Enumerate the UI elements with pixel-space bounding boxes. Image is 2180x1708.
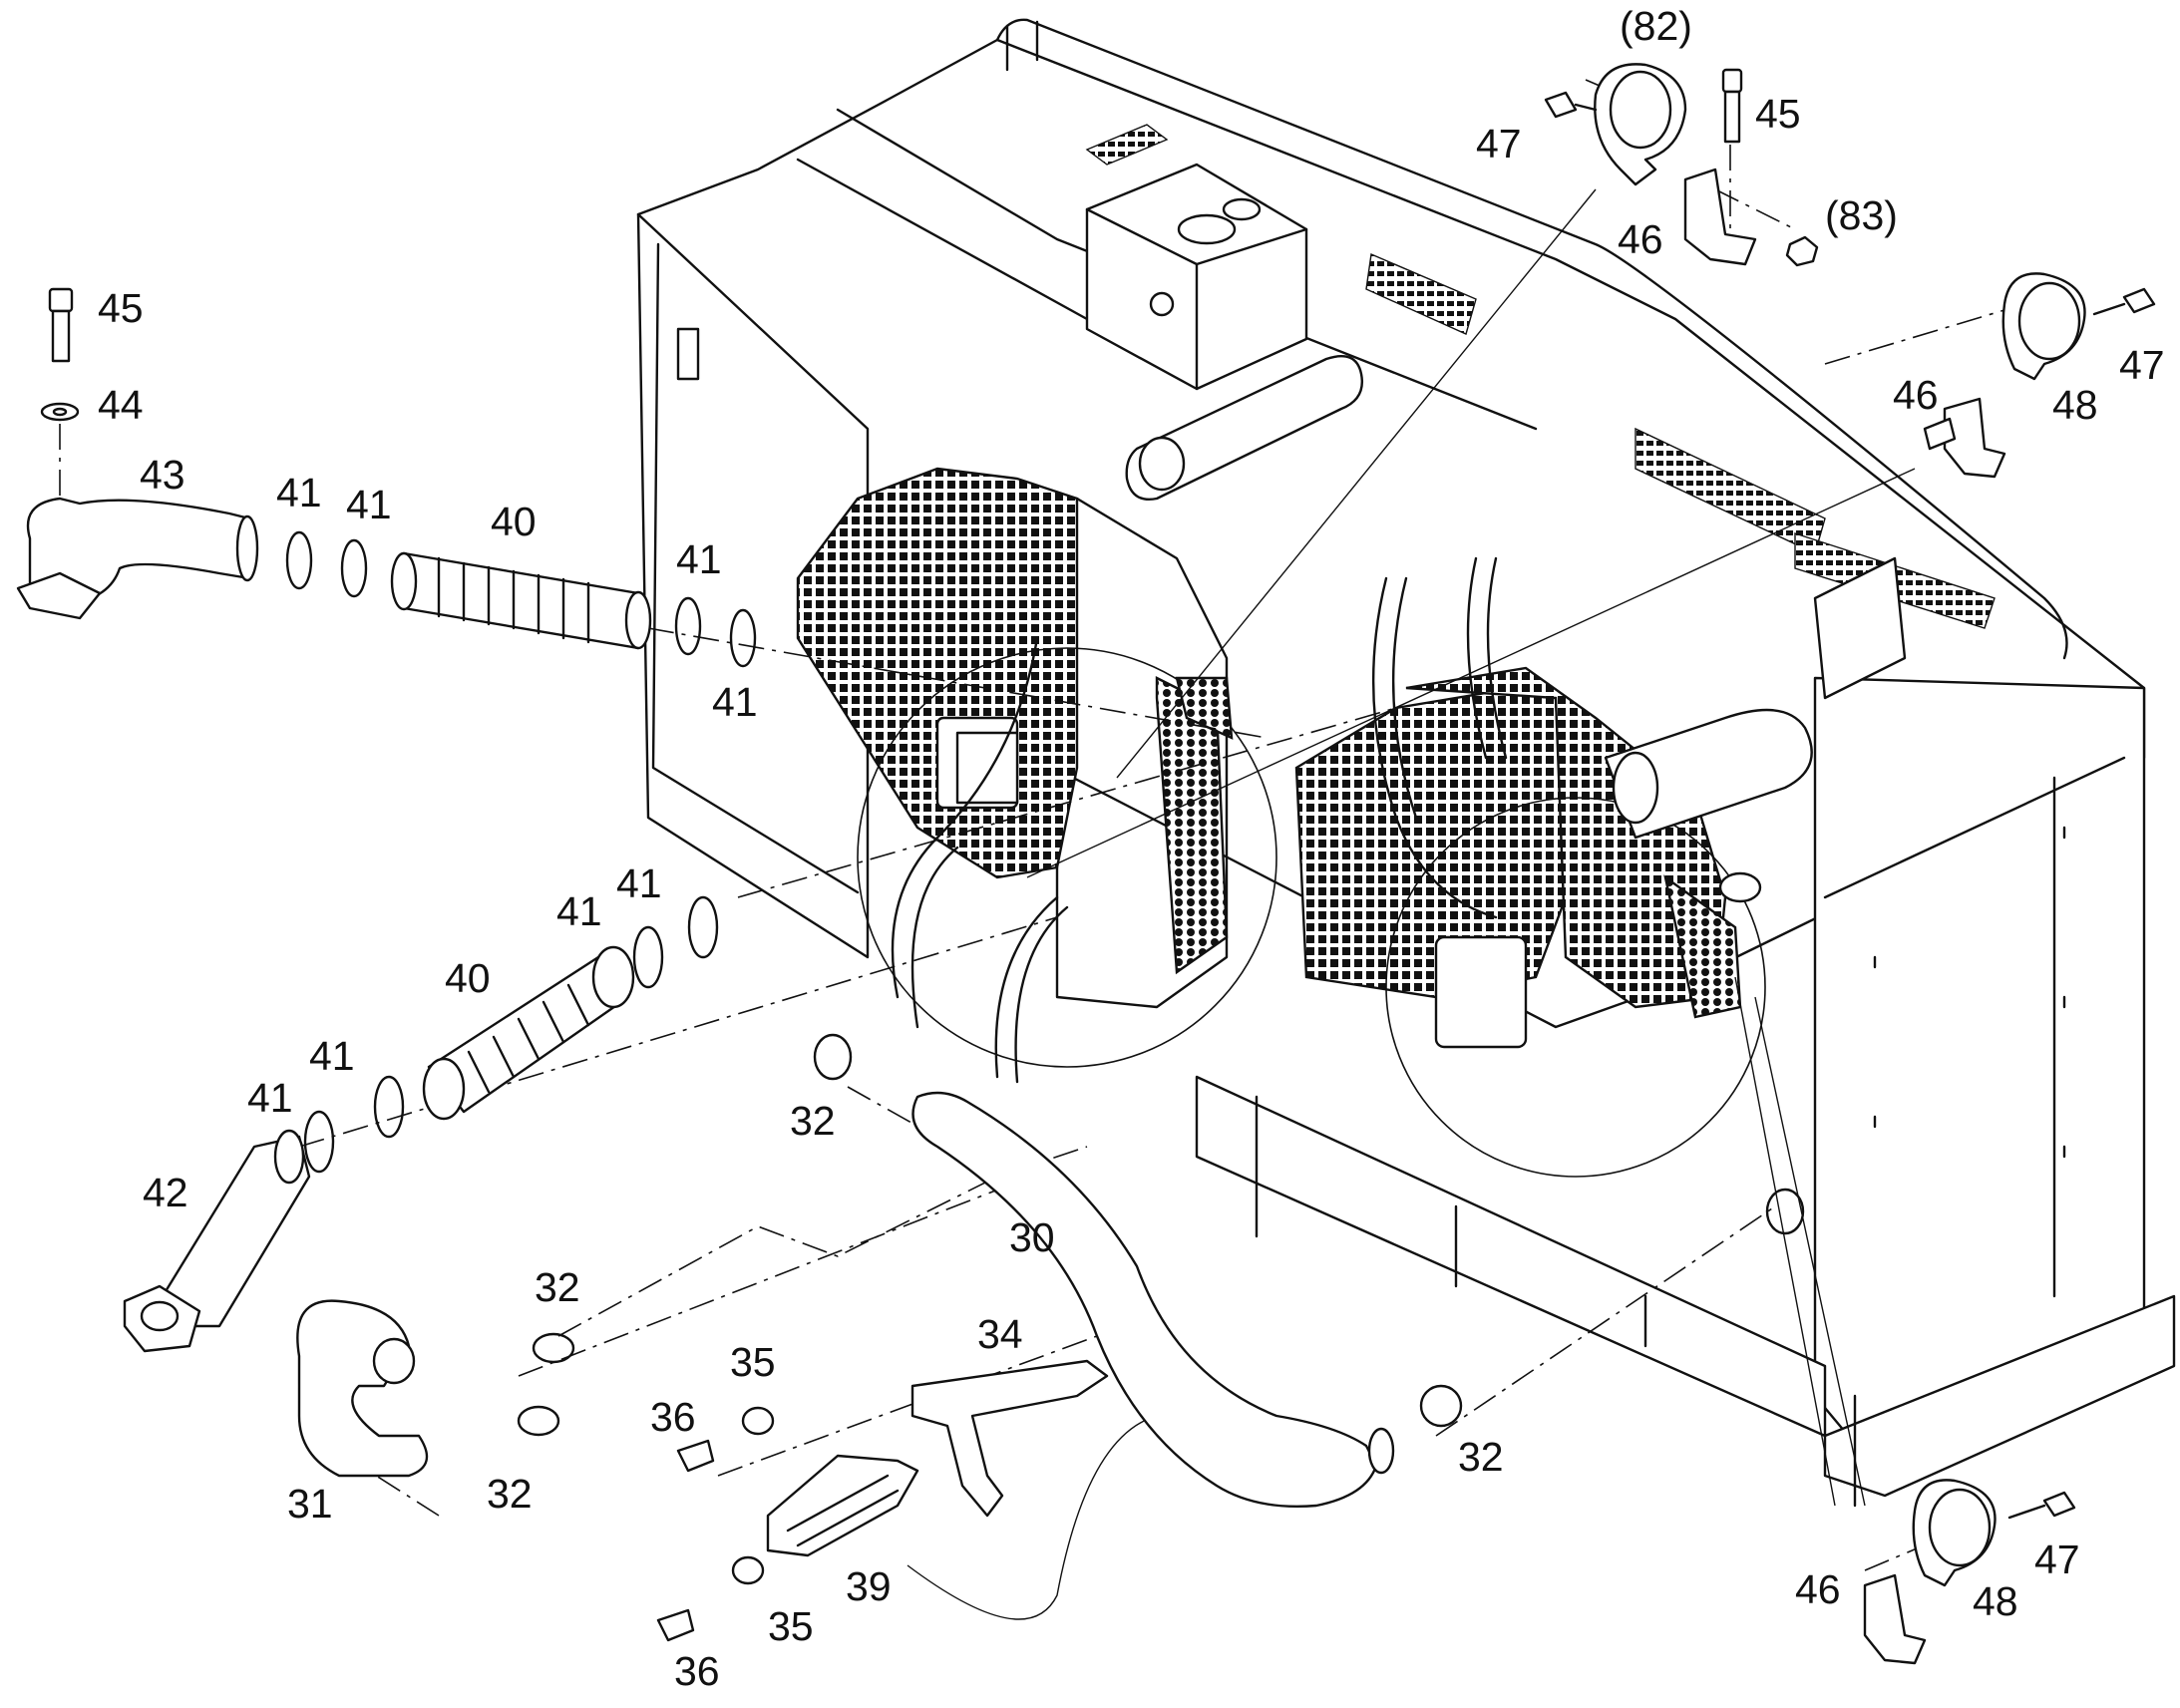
callout-40-lower: 40 (445, 955, 491, 1001)
callout-82: (82) (1620, 3, 1692, 49)
callout-41-f: 41 (556, 888, 602, 934)
pipe-42 (123, 1129, 311, 1353)
callout-47-bottom: 47 (2034, 1537, 2080, 1582)
callout-41-e: 41 (616, 860, 662, 906)
callout-labels: (82) (83) 45 47 46 46 48 47 45 44 43 41 … (98, 3, 2165, 1694)
callout-46-top: 46 (1618, 216, 1663, 262)
hose-clamps-32 (517, 1033, 1463, 1437)
callout-46-bottom: 46 (1795, 1566, 1841, 1612)
bracket-34 (910, 1359, 1109, 1518)
callout-30: 30 (1009, 1214, 1055, 1260)
callout-41-g: 41 (309, 1033, 355, 1079)
callout-43: 43 (140, 452, 185, 498)
right-radiator-core (1294, 556, 1907, 1178)
radiator-hoses (891, 556, 1805, 1235)
clip-48-group-bottom (1863, 1479, 2076, 1665)
callout-35-lower: 35 (768, 1603, 814, 1649)
washers-35-bolts-36 (656, 1406, 775, 1642)
callout-32-upper-left: 32 (535, 1264, 580, 1310)
callout-83: (83) (1825, 192, 1898, 238)
callout-32-right: 32 (1458, 1434, 1504, 1480)
callout-48-bottom: 48 (1973, 1578, 2018, 1624)
callout-41-b: 41 (346, 482, 392, 527)
callout-39: 39 (846, 1563, 892, 1609)
callout-44: 44 (98, 382, 144, 428)
callout-32-mid: 32 (790, 1098, 836, 1144)
clip-48-group-right (1923, 272, 2156, 479)
callout-42: 42 (143, 1170, 188, 1215)
callout-40-upper: 40 (491, 499, 537, 544)
callout-47-top: 47 (1476, 121, 1522, 167)
callout-45-left: 45 (98, 285, 144, 331)
hose-30 (911, 1091, 1395, 1509)
bellows-40-upper (390, 551, 652, 650)
hose-clamps-41-lower (303, 895, 719, 1174)
left-radiator-core (796, 467, 1277, 1068)
hose-31 (296, 1299, 429, 1478)
elbow-pipe-43 (16, 497, 259, 620)
callout-41-h: 41 (247, 1075, 293, 1121)
callout-41-d: 41 (712, 679, 758, 725)
callout-35-upper: 35 (730, 1339, 776, 1385)
callout-32-lower-left: 32 (487, 1471, 533, 1517)
bolt-45-left (40, 287, 80, 422)
callout-36-lower: 36 (674, 1648, 720, 1694)
callout-45-top: 45 (1755, 91, 1801, 137)
callout-48-right: 48 (2052, 382, 2098, 428)
callout-41-c: 41 (676, 536, 722, 582)
clamp-39 (766, 1454, 919, 1557)
hose-clamps-41-upper (285, 530, 757, 668)
callout-36-upper: 36 (650, 1394, 696, 1440)
callout-46-right: 46 (1893, 372, 1939, 418)
callout-47-right: 47 (2119, 342, 2165, 388)
callout-34: 34 (977, 1311, 1023, 1357)
callout-31: 31 (287, 1481, 333, 1527)
clip-82-group-top (1544, 63, 1819, 267)
bellows-40-lower (422, 945, 635, 1121)
callout-41-a: 41 (276, 470, 322, 515)
